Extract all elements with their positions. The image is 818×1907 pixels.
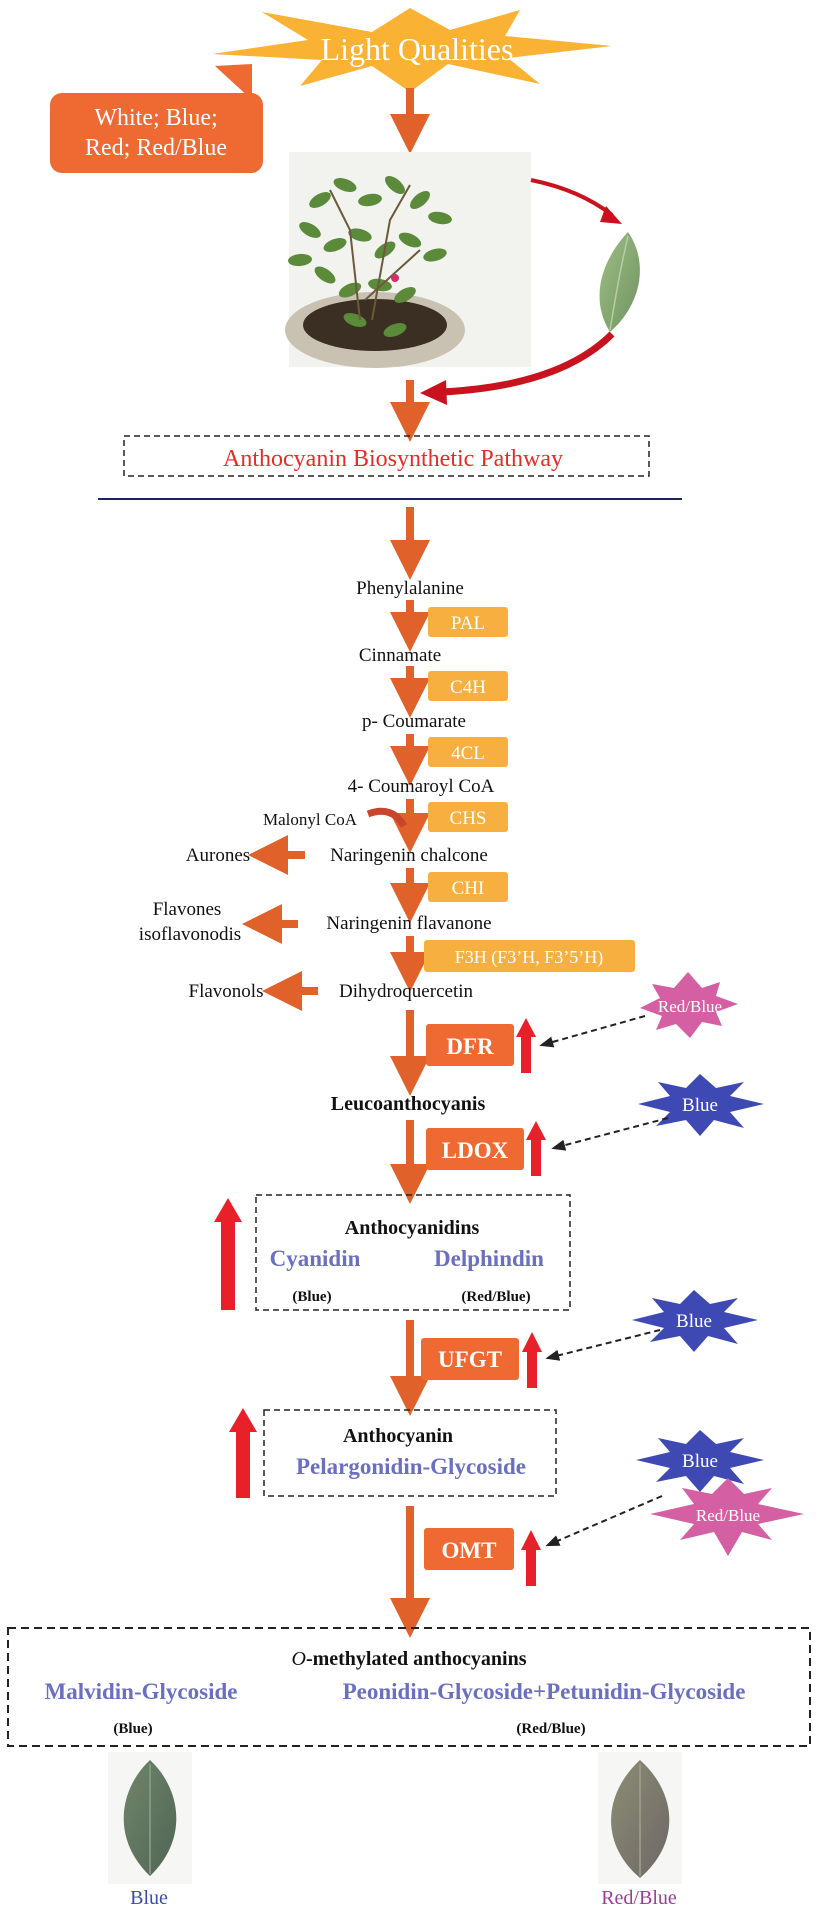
enzyme-omt-label: OMT xyxy=(442,1538,497,1563)
pathway-title: Anthocyanin Biosynthetic Pathway xyxy=(223,446,563,472)
ufgt-upregulation-arrow xyxy=(522,1332,542,1388)
enzyme-ldox xyxy=(426,1128,524,1170)
light-burst-ldox xyxy=(638,1074,764,1136)
plant-photo xyxy=(285,152,531,368)
light-burst-omt-redblue-label: Red/Blue xyxy=(696,1506,760,1525)
light-types-box xyxy=(50,93,263,173)
burst-to-box-pointer xyxy=(215,64,252,100)
enzyme-chi-label: CHI xyxy=(452,878,485,899)
light-burst-omt-redblue xyxy=(650,1478,804,1556)
light-qualities-title: Light Qualities xyxy=(321,31,514,67)
anthocyanin-box xyxy=(263,1409,557,1497)
compound-isoflavonoids: isoflavonodis xyxy=(139,924,241,945)
enzyme-c4h-label: C4H xyxy=(450,677,486,698)
methylated-title-o: O xyxy=(291,1648,305,1670)
compound-cinnamate: Cinnamate xyxy=(359,645,441,666)
light-burst-ldox-label: Blue xyxy=(682,1095,718,1116)
light-burst-omt-blue xyxy=(636,1430,764,1492)
compound-4-coumaroyl-coa: 4- Coumaroyl CoA xyxy=(348,776,495,797)
light-burst-dfr-label: Red/Blue xyxy=(658,997,722,1016)
light-burst-ufgt xyxy=(632,1290,758,1352)
methylated-title-rest: -methylated anthocyanins xyxy=(306,1648,527,1670)
compound-p-coumarate: p- Coumarate xyxy=(362,711,466,732)
enzyme-omt xyxy=(424,1528,514,1570)
ldox-upregulation-arrow xyxy=(526,1121,546,1176)
enzyme-ldox-label: LDOX xyxy=(442,1138,509,1163)
enzyme-dfr xyxy=(426,1024,514,1066)
dashed-arrow-ldox xyxy=(551,1117,669,1151)
enzyme-chi xyxy=(428,872,508,902)
anthocyanidins-upregulation-arrow xyxy=(214,1198,242,1310)
compound-dihydroquercetin: Dihydroquercetin xyxy=(339,981,474,1002)
light-burst-omt-blue-label: Blue xyxy=(682,1451,718,1472)
enzyme-pal xyxy=(428,607,508,637)
light-burst-dfr xyxy=(640,972,738,1038)
leaf-redblue-label: Red/Blue xyxy=(601,1887,677,1907)
detached-leaf xyxy=(599,232,640,332)
enzyme-f3h xyxy=(424,940,635,972)
compound-flavonols: Flavonols xyxy=(189,981,264,1002)
anthocyanidins-box xyxy=(255,1194,571,1311)
compound-phenylalanine: Phenylalanine xyxy=(356,578,464,599)
dashed-arrow-ufgt xyxy=(545,1329,661,1361)
compound-leucoanthocyanis: Leucoanthocyanis xyxy=(331,1093,486,1115)
enzyme-c4h xyxy=(428,671,508,701)
enzyme-f3h-label: F3H (F3’H, F3’5’H) xyxy=(455,947,604,968)
delphindin-light-label: (Red/Blue) xyxy=(461,1289,530,1305)
compound-aurones: Aurones xyxy=(186,845,250,866)
enzyme-chs xyxy=(428,802,508,832)
compound-naringenin-flavanone: Naringenin flavanone xyxy=(326,913,491,934)
red-curve-leaf-to-pathway xyxy=(420,331,615,405)
light-burst-ufgt-label: Blue xyxy=(676,1311,712,1332)
compound-peonidin-petunidin-glycoside: Peonidin-Glycoside+Petunidin-Glycoside xyxy=(343,1679,746,1704)
enzyme-dfr-label: DFR xyxy=(446,1034,494,1059)
compound-malvidin-glycoside: Malvidin-Glycoside xyxy=(45,1679,238,1704)
pathway-title-box xyxy=(123,435,650,477)
red-curve-plant-to-leaf xyxy=(530,178,622,224)
light-qualities-burst xyxy=(212,8,612,92)
dfr-upregulation-arrow xyxy=(516,1018,536,1073)
dashed-arrow-omt xyxy=(545,1495,663,1547)
compound-cyanidin: Cyanidin xyxy=(270,1246,361,1271)
anthocyanidins-title: Anthocyanidins xyxy=(345,1217,480,1239)
malvidin-light-label: (Blue) xyxy=(113,1721,152,1737)
anthocyanin-title: Anthocyanin xyxy=(343,1425,453,1447)
leaf-blue-treatment xyxy=(108,1752,192,1884)
methylated-title: O-methylated anthocyanins xyxy=(291,1648,526,1670)
malonyl-curve-arrow xyxy=(366,807,408,828)
dashed-arrow-dfr xyxy=(539,1015,646,1048)
anthocyanin-upregulation-arrow xyxy=(229,1408,257,1498)
enzyme-pal-label: PAL xyxy=(451,613,485,634)
enzyme-chs-label: CHS xyxy=(450,808,487,829)
enzyme-ufgt-label: UFGT xyxy=(438,1347,502,1372)
leaf-blue-label: Blue xyxy=(130,1887,168,1907)
compound-delphindin: Delphindin xyxy=(434,1246,544,1271)
omt-upregulation-arrow xyxy=(521,1530,541,1586)
enzyme-ufgt xyxy=(421,1338,519,1380)
compound-flavones: Flavones xyxy=(153,899,222,920)
leaf-redblue-treatment xyxy=(598,1752,682,1884)
enzyme-4cl-label: 4CL xyxy=(451,743,485,764)
light-types-line2: Red; Red/Blue xyxy=(85,135,227,161)
compound-malonyl-coa: Malonyl CoA xyxy=(263,810,358,829)
light-types-line1: White; Blue; xyxy=(94,105,217,131)
methylated-box xyxy=(7,1627,811,1747)
compound-naringenin-chalcone: Naringenin chalcone xyxy=(330,845,488,866)
peonidin-light-label: (Red/Blue) xyxy=(516,1721,585,1737)
compound-pelargonidin-glycoside: Pelargonidin-Glycoside xyxy=(296,1454,526,1479)
enzyme-4cl xyxy=(428,737,508,767)
cyanidin-light-label: (Blue) xyxy=(292,1289,331,1305)
